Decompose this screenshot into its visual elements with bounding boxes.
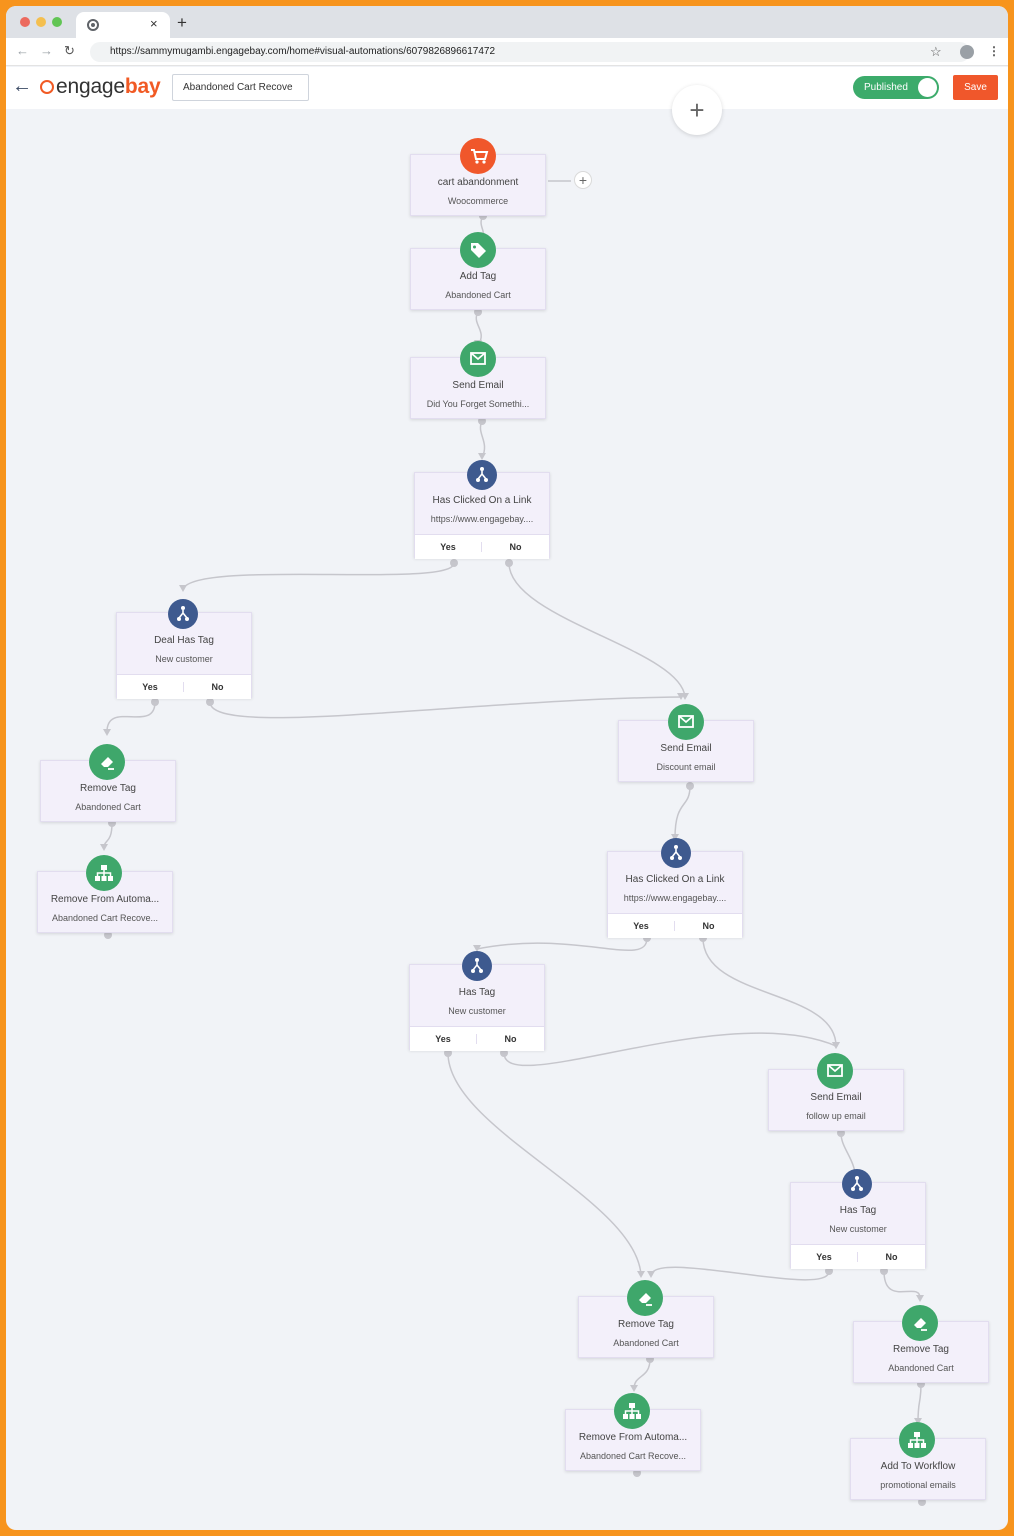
node-subtitle: New customer — [829, 1224, 887, 1234]
node-title: cart abandonment — [437, 177, 519, 188]
node-title: Remove From Automa... — [50, 894, 160, 905]
add-trigger-button[interactable]: + — [672, 85, 722, 135]
no-branch[interactable]: No — [885, 1252, 898, 1262]
yes-branch[interactable]: Yes — [117, 682, 184, 692]
yes-branch[interactable]: Yes — [791, 1252, 858, 1262]
envelope-icon — [817, 1053, 853, 1089]
branch-icon — [168, 599, 198, 629]
no-branch[interactable]: No — [509, 542, 522, 552]
tab-close-icon[interactable]: × — [150, 16, 158, 31]
no-branch[interactable]: No — [211, 682, 224, 692]
browser-window: × + ← → ↻ https://sammymugambi.engagebay… — [6, 6, 1008, 1530]
branch-icon — [661, 838, 691, 868]
node-title: Add Tag — [459, 271, 497, 282]
hierarchy-icon — [899, 1422, 935, 1458]
branch-icon — [842, 1169, 872, 1199]
cart-icon — [460, 138, 496, 174]
yes-no-branches: Yes No — [117, 674, 251, 699]
engagebay-logo: engagebay — [40, 75, 161, 99]
minimize-window-dot[interactable] — [36, 17, 46, 27]
branch-icon — [467, 460, 497, 490]
toggle-knob — [918, 78, 937, 97]
address-bar-row: ← → ↻ https://sammymugambi.engagebay.com… — [6, 38, 1008, 66]
node-title: Remove Tag — [618, 1319, 674, 1330]
node-title: Deal Has Tag — [154, 635, 214, 646]
save-button[interactable]: Save — [953, 75, 998, 100]
node-title: Send Email — [810, 1092, 862, 1103]
node-title: Send Email — [452, 380, 504, 391]
node-subtitle: Abandoned Cart — [613, 1338, 679, 1348]
node-title: Remove Tag — [893, 1344, 949, 1355]
no-branch[interactable]: No — [504, 1034, 517, 1044]
node-title: Add To Workflow — [880, 1461, 956, 1472]
yes-no-branches: Yes No — [791, 1244, 925, 1269]
hierarchy-icon — [86, 855, 122, 891]
browser-tab[interactable]: × — [76, 12, 170, 38]
node-subtitle: Woocommerce — [447, 196, 509, 206]
node-subtitle: New customer — [448, 1006, 506, 1016]
node-subtitle: Abandoned Cart Recove... — [579, 1451, 687, 1461]
yes-no-branches: Yes No — [608, 913, 742, 938]
workflow-canvas[interactable]: + + cart abandonment Woocommerce Add Tag… — [6, 85, 1008, 1530]
workflow-name-input[interactable]: Abandoned Cart Recove — [172, 74, 309, 101]
node-subtitle: https://www.engagebay.... — [623, 893, 727, 903]
eraser-icon — [89, 744, 125, 780]
node-subtitle: Did You Forget Somethi... — [426, 399, 530, 409]
reload-icon[interactable]: ↻ — [64, 43, 75, 58]
node-subtitle: promotional emails — [880, 1480, 956, 1490]
node-title: Has Tag — [839, 1205, 877, 1216]
node-title: Has Tag — [458, 987, 496, 998]
node-subtitle: Abandoned Cart — [888, 1363, 954, 1373]
bookmark-star-icon[interactable]: ☆ — [930, 44, 942, 59]
tag-icon — [460, 232, 496, 268]
node-title: Remove From Automa... — [578, 1432, 688, 1443]
hierarchy-icon — [614, 1393, 650, 1429]
no-branch[interactable]: No — [702, 921, 715, 931]
published-toggle[interactable]: Published — [853, 76, 939, 99]
branch-icon — [462, 951, 492, 981]
yes-branch[interactable]: Yes — [410, 1034, 477, 1044]
eraser-icon — [627, 1280, 663, 1316]
node-subtitle: New customer — [155, 654, 213, 664]
back-arrow-icon[interactable]: ← — [16, 43, 29, 58]
app-header: ← engagebay Abandoned Cart Recove Publis… — [6, 67, 1008, 109]
back-icon[interactable]: ← — [12, 75, 32, 97]
node-subtitle: Abandoned Cart — [445, 290, 511, 300]
yes-no-branches: Yes No — [415, 534, 549, 559]
node-title: Has Clicked On a Link — [625, 874, 725, 885]
envelope-icon — [460, 341, 496, 377]
maximize-window-dot[interactable] — [52, 17, 62, 27]
yes-branch[interactable]: Yes — [608, 921, 675, 931]
forward-arrow-icon[interactable]: → — [40, 43, 53, 58]
node-subtitle: https://www.engagebay.... — [430, 514, 534, 524]
node-subtitle: Discount email — [656, 762, 716, 772]
yes-no-branches: Yes No — [410, 1026, 544, 1051]
chrome-icon — [87, 19, 99, 31]
yes-branch[interactable]: Yes — [415, 542, 482, 552]
envelope-icon — [668, 704, 704, 740]
node-title: Has Clicked On a Link — [432, 495, 532, 506]
new-tab-button[interactable]: + — [177, 13, 187, 32]
node-subtitle: Abandoned Cart Recove... — [51, 913, 159, 923]
node-deal-has-tag[interactable]: Deal Has Tag New customer Yes No — [116, 612, 252, 699]
node-subtitle: follow up email — [806, 1111, 866, 1121]
node-title: Send Email — [660, 743, 712, 754]
add-branch-button[interactable]: + — [574, 171, 592, 189]
tab-bar: × + — [6, 6, 1008, 38]
url-field[interactable]: https://sammymugambi.engagebay.com/home#… — [90, 42, 970, 62]
published-label: Published — [864, 82, 908, 93]
node-subtitle: Abandoned Cart — [75, 802, 141, 812]
profile-icon[interactable] — [960, 45, 974, 59]
eraser-icon — [902, 1305, 938, 1341]
close-window-dot[interactable] — [20, 17, 30, 27]
browser-menu-icon[interactable]: ⋮ — [988, 44, 1000, 58]
node-title: Remove Tag — [80, 783, 136, 794]
